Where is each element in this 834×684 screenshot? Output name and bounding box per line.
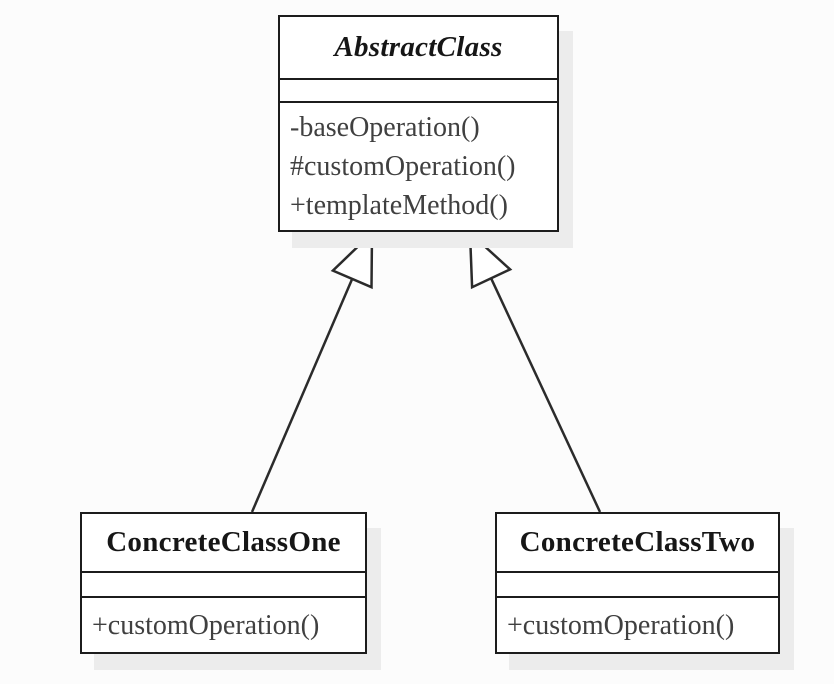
- method-item: +customOperation(): [92, 609, 320, 641]
- class-name-concreteclasstwo: ConcreteClassTwo: [519, 526, 756, 558]
- attributes-compartment: [82, 571, 365, 598]
- method-item: +customOperation(): [507, 609, 735, 641]
- method-item: -baseOperation(): [290, 112, 480, 143]
- attributes-compartment: [497, 571, 778, 598]
- class-box-concreteclasstwo: ConcreteClassTwo +customOperation(): [495, 512, 780, 654]
- class-box-concreteclassone: ConcreteClassOne +customOperation(): [80, 512, 367, 654]
- edge-concreteclasstwo-to-abstractclass: [468, 230, 602, 513]
- methods-compartment: -baseOperation() #customOperation() +tem…: [280, 103, 557, 230]
- methods-compartment: +customOperation(): [82, 598, 365, 652]
- methods-compartment: +customOperation(): [497, 598, 778, 652]
- attributes-compartment: [280, 78, 557, 103]
- edge-concreteclassone-to-abstractclass: [250, 230, 374, 513]
- class-box-abstractclass: AbstractClass -baseOperation() #customOp…: [278, 15, 559, 232]
- class-name-concreteclassone: ConcreteClassOne: [106, 526, 341, 558]
- class-name-abstractclass: AbstractClass: [334, 31, 503, 63]
- method-item: +templateMethod(): [290, 190, 508, 221]
- method-item: #customOperation(): [290, 151, 516, 182]
- hollow-triangle-arrowhead-icon: [468, 230, 513, 290]
- hollow-triangle-arrowhead-icon: [330, 230, 374, 290]
